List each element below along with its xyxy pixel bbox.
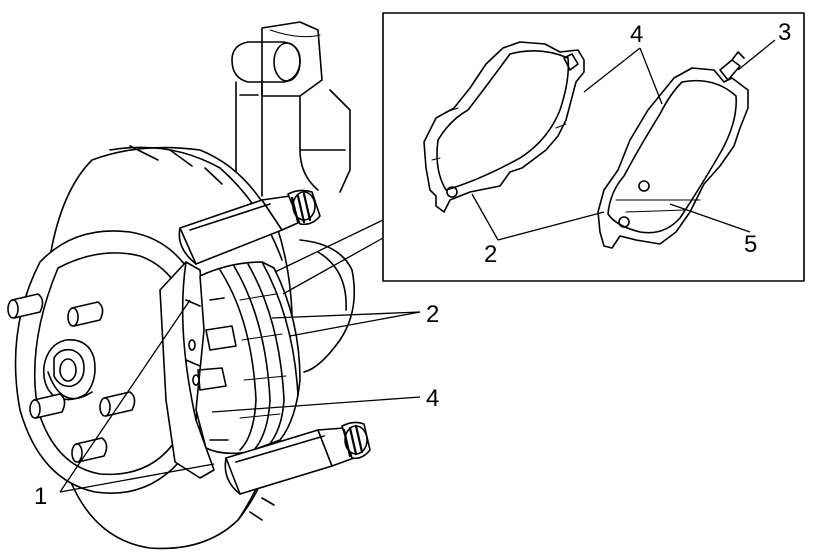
main-leaders (59, 219, 421, 493)
callout-inset-5: 5 (744, 231, 757, 258)
callout-inset-3: 3 (778, 19, 791, 46)
callout-main-1: 1 (34, 483, 47, 510)
hub-nut (42, 339, 96, 401)
callout-inset-4: 4 (630, 21, 643, 48)
wheel-hub (7, 230, 214, 494)
main-illustration (7, 21, 371, 550)
lower-guide-pin (224, 421, 371, 495)
callout-labels: 1 2 4 4 3 2 5 (34, 19, 791, 510)
inset-panel (382, 12, 805, 282)
callout-main-2: 2 (426, 301, 439, 328)
brake-pads (195, 261, 301, 455)
upper-guide-pin (178, 189, 321, 265)
wheel-studs (7, 293, 136, 463)
callout-main-4: 4 (426, 385, 439, 412)
steering-knuckle (299, 239, 356, 373)
suspension-strut (231, 21, 351, 197)
inset-leaders (471, 39, 776, 241)
inset-outer-pad (597, 51, 749, 249)
inset-inner-pad (423, 41, 585, 213)
callout-inset-2: 2 (484, 241, 497, 268)
